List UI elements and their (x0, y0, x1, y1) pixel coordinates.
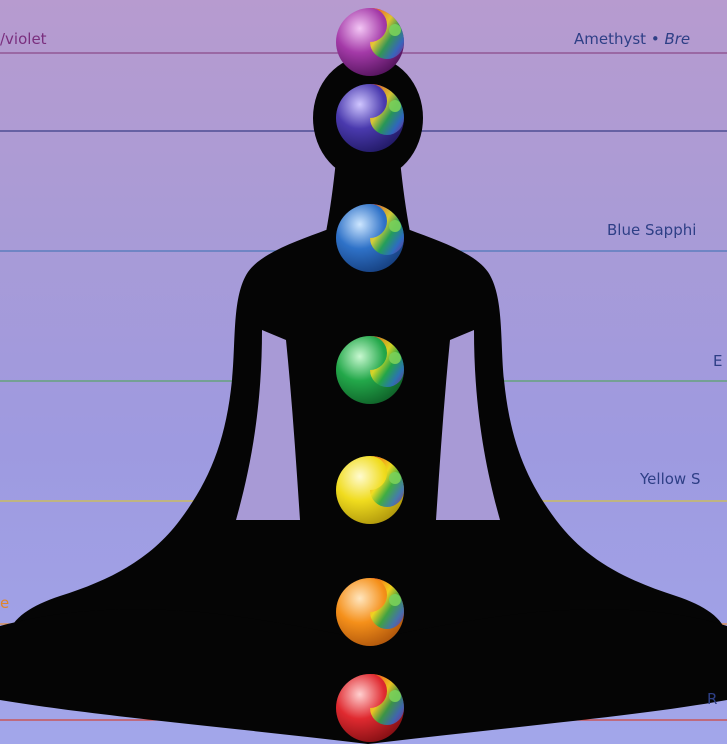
chakra-orb-root (336, 674, 404, 742)
root-right-label: R (707, 690, 717, 708)
throat-right-label: Blue Sapphi (607, 221, 696, 239)
chakra-orb-third-eye (336, 84, 404, 152)
heart-right-label: E (713, 352, 722, 370)
chakra-orb-heart (336, 336, 404, 404)
solar-right-label: Yellow S (640, 470, 700, 488)
sacral-left-label: e (0, 594, 9, 612)
chakra-orb-crown (336, 8, 404, 76)
crown-stone-italic: Bre (664, 30, 690, 48)
crown-left-label: /violet (0, 30, 47, 48)
chakra-orb-throat (336, 204, 404, 272)
chakra-orb-solar-plexus (336, 456, 404, 524)
crown-separator: • (646, 30, 664, 48)
chakra-orb-sacral (336, 578, 404, 646)
crown-right-label: Amethyst • Bre (574, 30, 690, 48)
crown-stone-name: Amethyst (574, 30, 646, 48)
